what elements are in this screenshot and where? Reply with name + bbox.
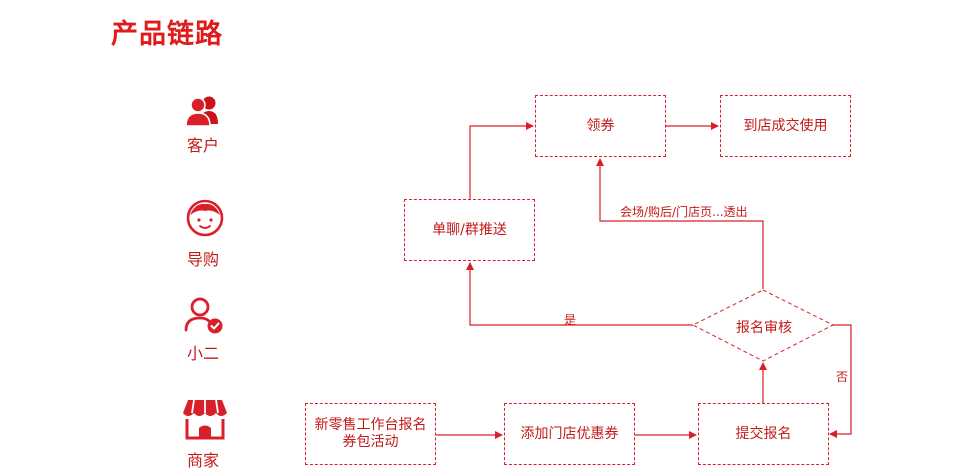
shopping-guide-icon bbox=[186, 199, 224, 237]
node-signup-activity: 新零售工作台报名券包活动 bbox=[305, 403, 436, 465]
node-push: 单聊/群推送 bbox=[404, 199, 535, 261]
edge-review-no bbox=[829, 324, 852, 438]
node-submit: 提交报名 bbox=[698, 403, 829, 465]
edge-label-no: 否 bbox=[836, 370, 849, 384]
role-label-merchant: 商家 bbox=[186, 451, 219, 470]
node-add-coupon: 添加门店优惠券 bbox=[504, 403, 635, 465]
role-label-staff: 小二 bbox=[186, 344, 219, 363]
edge-label-yes: 是 bbox=[564, 313, 577, 327]
storefront-icon bbox=[183, 399, 227, 440]
edge-label-expose: 会场/购后/门店页...透出 bbox=[620, 205, 748, 219]
users-icon bbox=[185, 96, 218, 127]
edge-review-yes bbox=[466, 262, 693, 326]
role-label-guide: 导购 bbox=[186, 250, 219, 269]
role-label-customer: 客户 bbox=[186, 136, 219, 155]
decision-diamond bbox=[691, 289, 835, 362]
node-review: 报名审核 bbox=[736, 320, 792, 336]
edge-review-expose bbox=[596, 158, 764, 289]
node-use-in-store: 到店成交使用 bbox=[720, 95, 851, 157]
edge-push-to-coupon bbox=[469, 122, 534, 199]
node-coupon: 领券 bbox=[535, 95, 666, 157]
page-title: 产品链路 bbox=[111, 19, 223, 50]
user-check-icon bbox=[184, 297, 223, 334]
